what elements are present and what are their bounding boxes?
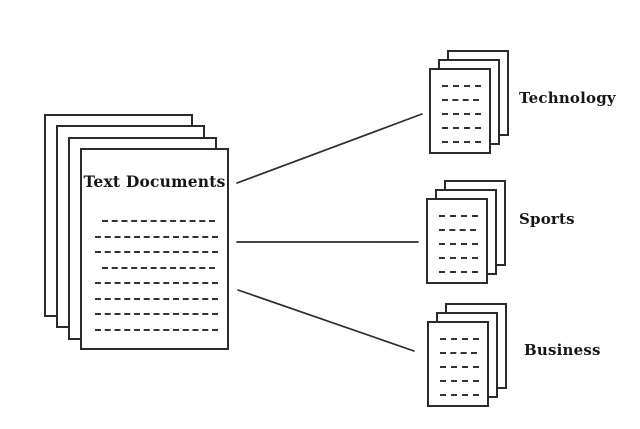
category-label-technology: Technology: [519, 89, 616, 107]
dashed-text-line: [439, 257, 478, 259]
connector-line-technology: [236, 113, 423, 184]
category-text-lines: [442, 85, 481, 155]
category-text-lines: [439, 215, 478, 285]
dashed-text-line: [95, 251, 218, 253]
category-front-page: [429, 68, 491, 154]
category-front-page: [427, 321, 489, 407]
dashed-text-line: [440, 366, 479, 368]
source-title: Text Documents: [83, 172, 226, 191]
dashed-text-line: [439, 215, 478, 217]
source-text-lines: [95, 220, 218, 344]
dashed-text-line: [442, 113, 481, 115]
dashed-text-line: [440, 394, 479, 396]
dashed-text-line: [440, 380, 479, 382]
dashed-text-line: [439, 271, 478, 273]
dashed-text-line: [440, 352, 477, 354]
category-stack-sports: [426, 180, 507, 285]
source-front-page: Text Documents: [80, 148, 229, 350]
dashed-text-line: [440, 338, 479, 340]
category-front-page: [426, 198, 488, 284]
dashed-text-line: [442, 141, 481, 143]
dashed-text-line: [102, 220, 215, 222]
dashed-text-line: [102, 266, 215, 269]
dashed-text-line: [442, 99, 479, 101]
dashed-text-line: [95, 328, 218, 331]
dashed-text-line: [439, 229, 476, 231]
dashed-text-line: [95, 297, 218, 300]
dashed-text-line: [95, 235, 218, 238]
category-label-business: Business: [524, 341, 601, 359]
dashed-text-line: [439, 243, 478, 245]
dashed-text-line: [442, 127, 481, 129]
dashed-text-line: [95, 313, 218, 315]
category-stack-business: [427, 303, 508, 408]
category-text-lines: [440, 338, 479, 408]
dashed-text-line: [95, 282, 218, 284]
category-label-sports: Sports: [519, 210, 575, 228]
category-stack-technology: [429, 50, 510, 155]
connector-line-business: [237, 289, 415, 352]
dashed-text-line: [442, 85, 481, 87]
